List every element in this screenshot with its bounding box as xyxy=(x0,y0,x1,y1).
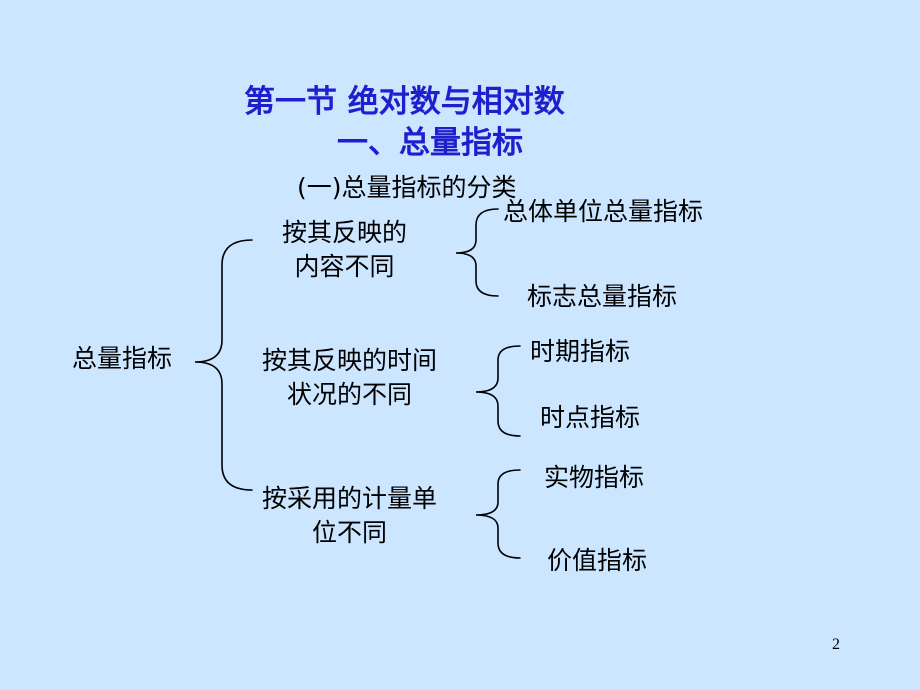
leaf-1-2: 标志总量指标 xyxy=(527,282,678,311)
leaf-1-1: 总体单位总量指标 xyxy=(503,197,704,226)
group3-brace xyxy=(475,469,521,559)
criterion-1-line1: 按其反映的 xyxy=(282,218,408,247)
group2-brace xyxy=(475,345,521,437)
criterion-3-line1: 按采用的计量单 xyxy=(262,484,438,513)
criterion-2-line1: 按其反映的时间 xyxy=(262,346,438,375)
slide-subtitle: 一、总量指标 xyxy=(337,125,523,161)
leaf-3-1: 实物指标 xyxy=(544,463,645,492)
criterion-3: 按采用的计量单 位不同 xyxy=(262,482,437,550)
criterion-3-line2: 位不同 xyxy=(312,518,388,547)
criterion-2-line2: 状况的不同 xyxy=(287,380,413,409)
leaf-2-1: 时期指标 xyxy=(530,337,631,366)
group1-brace xyxy=(455,208,499,297)
leaf-2-2: 时点指标 xyxy=(540,403,641,432)
root-label: 总量指标 xyxy=(72,344,173,373)
criterion-1: 按其反映的 内容不同 xyxy=(282,216,407,284)
page-number: 2 xyxy=(832,636,840,653)
criterion-1-line2: 内容不同 xyxy=(294,252,395,281)
section-heading: (一)总量指标的分类 xyxy=(297,173,517,202)
leaf-3-2: 价值指标 xyxy=(547,546,648,575)
criterion-2: 按其反映的时间 状况的不同 xyxy=(262,344,437,412)
root-brace xyxy=(194,239,253,491)
slide-title: 第一节 绝对数与相对数 xyxy=(244,84,565,120)
